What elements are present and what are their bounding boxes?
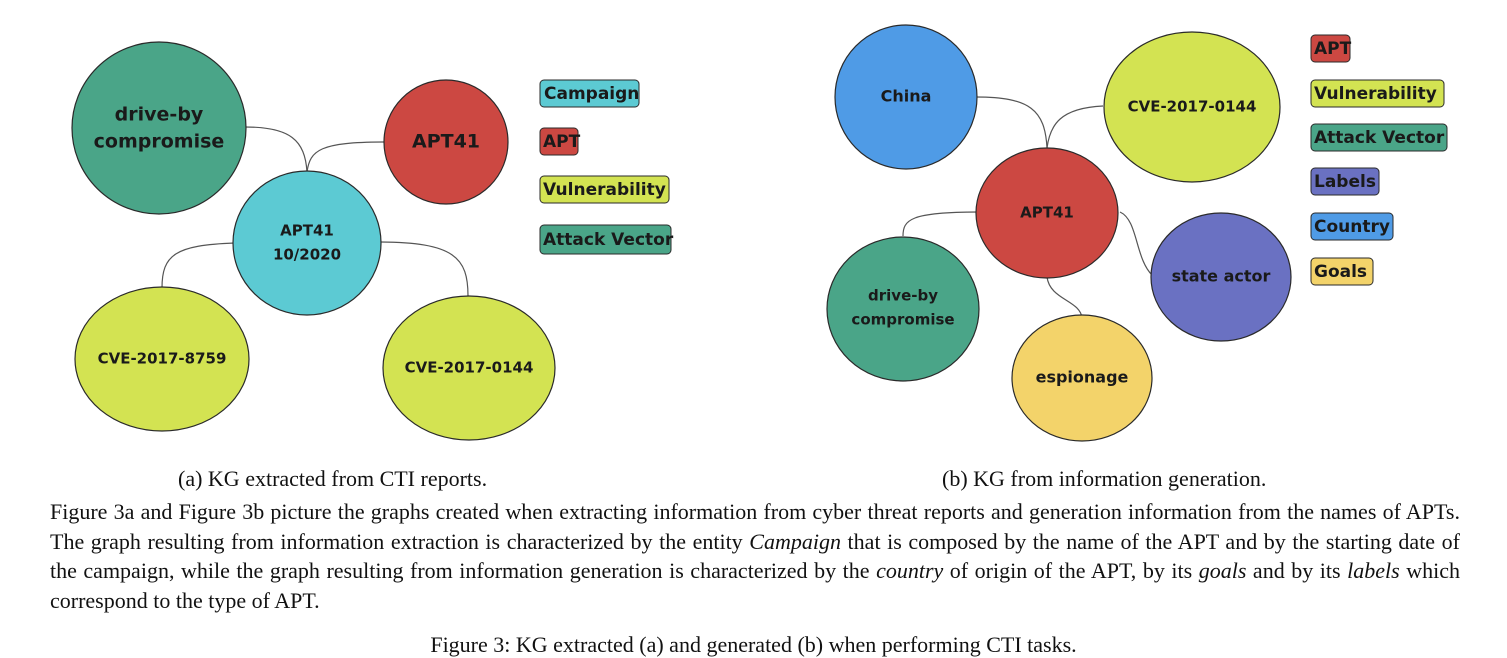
- edge-apt-attack-vector: [902, 211, 979, 237]
- legend-swatch: [1310, 79, 1445, 108]
- legend-item: Country: [1310, 212, 1394, 241]
- edge-campaign-cve-8759: [161, 242, 236, 289]
- edge-apt-country: [975, 96, 1048, 149]
- body-text-3: of origin of the APT, by its: [943, 558, 1199, 583]
- node-apt: APT41: [975, 147, 1119, 279]
- legend-label: Vulnerability: [543, 180, 666, 200]
- node-cve-0144: CVE-2017-0144: [382, 295, 556, 441]
- node-label: CVE-2017-8759: [98, 350, 227, 368]
- legend-item: Vulnerability: [1310, 79, 1445, 108]
- body-emphasis-campaign: Campaign: [749, 528, 841, 554]
- legend-label: Attack Vector: [543, 230, 674, 250]
- body-text-1: Figure 3a and Figure 3b picture the grap…: [50, 499, 1460, 554]
- node-shape: [383, 79, 509, 205]
- graph-a: drive-by compromise APT41 APT41 10/2020 …: [71, 41, 674, 441]
- node-apt: APT41: [383, 79, 509, 205]
- legend-item: Labels: [1310, 167, 1380, 196]
- body-paragraph: Figure 3a and Figure 3b picture the grap…: [50, 497, 1460, 615]
- graph-a-edges: [161, 126, 469, 297]
- body-emphasis-country: country: [876, 558, 944, 583]
- node-label: CVE-2017-0144: [405, 359, 534, 377]
- figure-caption: Figure 3: KG extracted (a) and generated…: [430, 632, 1077, 657]
- edge-apt-labels: [1119, 211, 1153, 276]
- legend-swatch: [1310, 167, 1380, 196]
- node-shape: [232, 170, 382, 316]
- legend-swatch: [539, 224, 672, 255]
- subcaption-a: (a) KG extracted from CTI reports.: [178, 466, 488, 491]
- node-vulnerability: CVE-2017-0144: [1103, 31, 1281, 183]
- legend-label: Goals: [1314, 262, 1367, 282]
- edge-apt-goals: [1046, 276, 1083, 319]
- node-label: APT41: [412, 131, 480, 153]
- legend-a: Campaign APT Vulnerability Attack Vector: [539, 79, 674, 255]
- node-label: APT41: [280, 222, 334, 240]
- node-label: espionage: [1036, 368, 1129, 387]
- node-labels: state actor: [1150, 212, 1292, 342]
- node-shape: [1150, 212, 1292, 342]
- node-label: compromise: [94, 131, 225, 153]
- legend-item: Campaign: [539, 79, 640, 108]
- legend-item: APT: [539, 127, 581, 156]
- legend-label: APT: [1314, 39, 1352, 59]
- edge-campaign-cve-0144: [377, 241, 469, 297]
- node-label: state actor: [1172, 267, 1271, 286]
- node-shape: [71, 41, 247, 215]
- legend-swatch: [1310, 212, 1394, 241]
- node-label: drive-by: [868, 287, 938, 305]
- legend-swatch: [1310, 257, 1374, 286]
- legend-label: APT: [543, 132, 581, 152]
- legend-item: Vulnerability: [539, 175, 670, 204]
- legend-swatch: [1310, 123, 1448, 152]
- node-shape: [826, 236, 980, 382]
- node-attack-vector: drive-by compromise: [826, 236, 980, 382]
- legend-item: Attack Vector: [539, 224, 674, 255]
- legend-label: Vulnerability: [1314, 84, 1437, 104]
- node-shape: [975, 147, 1119, 279]
- node-shape: [1103, 31, 1281, 183]
- node-campaign: APT41 10/2020: [232, 170, 382, 316]
- body-text-5: which correspond to the type of APT.: [50, 558, 1460, 613]
- node-label: APT41: [1020, 204, 1074, 222]
- body-emphasis-goals: goals: [1198, 558, 1247, 583]
- node-label: 10/2020: [273, 246, 341, 264]
- legend-item: Attack Vector: [1310, 123, 1448, 152]
- node-cve-8759: CVE-2017-8759: [74, 286, 250, 432]
- node-label: compromise: [851, 311, 954, 329]
- legend-label: Campaign: [544, 84, 639, 104]
- node-goals: espionage: [1011, 314, 1153, 442]
- graph-b: China CVE-2017-0144 APT41 state actor dr…: [826, 24, 1448, 442]
- legend-label: Labels: [1314, 172, 1376, 192]
- legend-label: Attack Vector: [1314, 128, 1445, 148]
- node-shape: [382, 295, 556, 441]
- legend-item: Goals: [1310, 257, 1374, 286]
- node-label: drive-by: [115, 104, 204, 126]
- legend-swatch: [539, 79, 640, 108]
- node-shape: [74, 286, 250, 432]
- node-label: CVE-2017-0144: [1128, 98, 1257, 116]
- edge-campaign-apt: [306, 141, 386, 173]
- legend-b: APT Vulnerability Attack Vector Labels C…: [1310, 34, 1448, 286]
- node-attack-vector: drive-by compromise: [71, 41, 247, 215]
- node-shape: [1011, 314, 1153, 442]
- subcaption-b: (b) KG from information generation.: [942, 466, 1267, 491]
- node-country: China: [834, 24, 978, 170]
- legend-swatch: [1310, 34, 1351, 63]
- edge-campaign-attack-vector: [244, 126, 308, 173]
- node-label: China: [881, 87, 932, 106]
- graph-b-edges: [902, 96, 1153, 319]
- legend-label: Country: [1314, 217, 1390, 237]
- legend-item: APT: [1310, 34, 1352, 63]
- legend-swatch: [539, 127, 579, 156]
- node-shape: [834, 24, 978, 170]
- legend-swatch: [539, 175, 670, 204]
- body-text-4: and by its: [1246, 558, 1348, 583]
- body-text-2: that is composed by the name of the APT …: [50, 528, 1460, 584]
- body-emphasis-labels: labels: [1347, 558, 1400, 583]
- edge-apt-vulnerability: [1046, 105, 1104, 149]
